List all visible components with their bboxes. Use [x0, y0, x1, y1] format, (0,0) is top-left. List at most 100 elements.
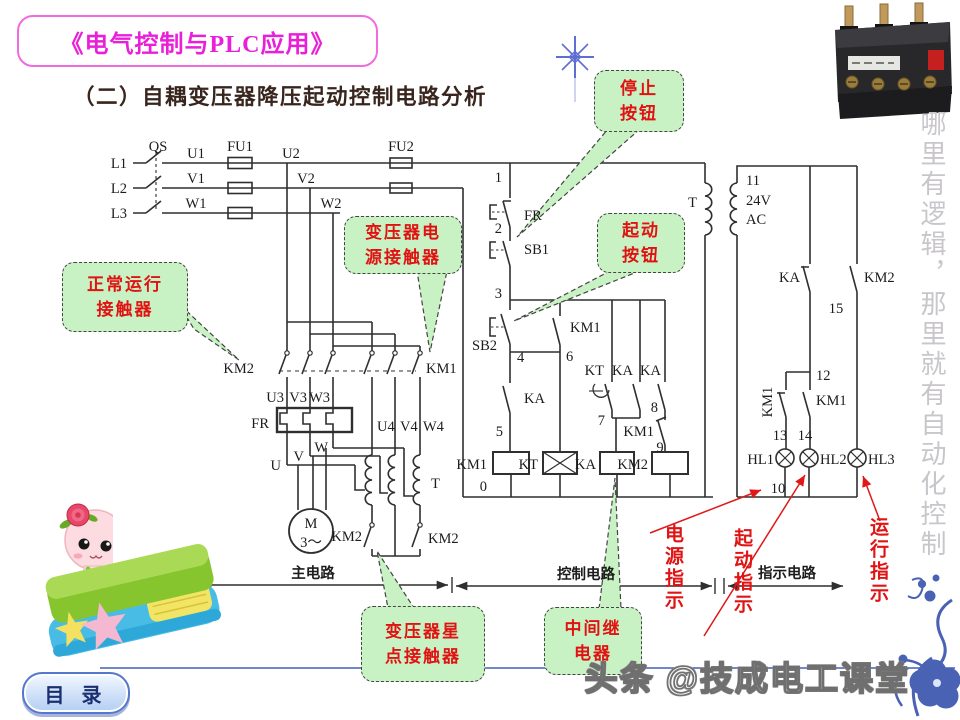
circuit-label-4: 4 — [517, 350, 525, 366]
circuit-label-HL2: HL2 — [820, 452, 847, 468]
books-illustration — [45, 544, 221, 657]
side-slogan: 哪里有逻辑，那里就有自动化控制 — [917, 110, 946, 560]
sb2-contact — [489, 300, 511, 345]
callout-text: 电器 — [574, 644, 612, 663]
circuit-label-FR: FR — [251, 416, 269, 432]
circuit-label-13: 13 — [773, 428, 788, 444]
callout-start-button: 起动 按钮 — [597, 213, 685, 273]
circuit-label-6: 6 — [566, 349, 573, 365]
callout-normal-run-contactor: 正常运行 接触器 — [62, 262, 188, 332]
circuit-label-KM1: KM1 — [570, 320, 601, 336]
circuit-label-QS: QS — [149, 139, 168, 155]
circuit-label-FR: FR — [524, 208, 542, 224]
ka-ind-contact — [801, 166, 811, 372]
circuit-label-U1: U1 — [187, 146, 205, 162]
circuit-label-AC: AC — [746, 212, 766, 228]
circuit-label-U2: U2 — [282, 146, 300, 162]
fuse-icons — [227, 156, 413, 220]
circuit-label-KA: KA — [640, 363, 661, 379]
circuit-label-KM1: KM1 — [816, 393, 847, 409]
motor-symbol — [288, 508, 334, 554]
circuit-label-W3: W3 — [309, 390, 330, 406]
circuit-label-KA: KA — [612, 363, 633, 379]
circuit-label-控制电路: 控制电路 — [557, 565, 615, 583]
circuit-label-KM1: KM1 — [456, 457, 487, 473]
callout-text: 按钮 — [622, 246, 660, 265]
circuit-label-9: 9 — [656, 440, 663, 456]
indicator-circuit-wires — [775, 166, 867, 497]
circuit-label-24V: 24V — [746, 193, 772, 209]
circuit-label-3～: 3～ — [300, 535, 322, 551]
circuit-label-3: 3 — [495, 286, 502, 302]
circuit-label-2: 2 — [495, 221, 502, 237]
km1-no-ind-contact — [802, 372, 811, 449]
km1-aux-contact — [552, 300, 561, 452]
circuit-label-U: U — [271, 458, 282, 474]
circuit-label-7: 7 — [598, 413, 605, 429]
circuit-label-M: M — [305, 516, 318, 532]
callout-text: 接触器 — [96, 300, 154, 319]
circuit-label-HL1: HL1 — [747, 452, 774, 468]
circuit-label-L3: L3 — [111, 206, 127, 222]
circuit-label-10: 10 — [771, 481, 786, 497]
circuit-label-L1: L1 — [111, 156, 127, 172]
thermal-relay-photo — [835, 2, 952, 119]
circuit-label-KM2: KM2 — [331, 529, 362, 545]
kt-delay-contact — [604, 300, 613, 418]
circuit-label-KA: KA — [575, 457, 596, 473]
circuit-label-KM2: KM2 — [864, 270, 895, 286]
circuit-label-SB2: SB2 — [472, 338, 497, 354]
callout-text: 正常运行 — [87, 274, 163, 294]
callout-stop-button: 停止 按钮 — [594, 70, 684, 132]
note-power-indicator: 电源指示 — [662, 524, 683, 612]
circuit-label-5: 5 — [496, 424, 503, 440]
toc-button[interactable]: 目 录 — [22, 672, 130, 714]
km2-star-contacts — [363, 505, 421, 557]
circuit-label-KA: KA — [524, 391, 545, 407]
circuit-label-L2: L2 — [111, 181, 127, 197]
note-run-indicator: 运行指示 — [867, 517, 888, 605]
circuit-label-U4: U4 — [377, 419, 395, 435]
circuit-label-KM2: KM2 — [617, 457, 648, 473]
circuit-label-8: 8 — [651, 400, 658, 416]
km1-nc-contact — [655, 416, 667, 452]
callout-transformer-power-contactor: 变压器电 源接触器 — [344, 216, 462, 274]
circuit-label-W: W — [314, 440, 328, 456]
circuit-label-KT: KT — [585, 363, 604, 379]
control-transformer — [704, 163, 857, 498]
callout-intermediate-relay: 中间继 电器 — [544, 607, 642, 675]
course-title-box: 《电气控制与PLC应用》 — [17, 15, 378, 67]
circuit-label-指示电路: 指示电路 — [758, 564, 816, 582]
circuit-label-V4: V4 — [400, 419, 418, 435]
mascot-cartoon — [45, 496, 221, 657]
snowflake-icon — [556, 36, 594, 102]
ka-contact-2 — [632, 300, 641, 418]
callout-text: 停止 — [620, 78, 658, 98]
circuit-label-W4: W4 — [423, 419, 445, 435]
circuit-label-KA: KA — [779, 270, 800, 286]
circuit-label-V: V — [294, 449, 305, 465]
circuit-label-1: 1 — [495, 170, 502, 186]
circuit-label-14: 14 — [798, 428, 813, 444]
sb1-contact — [489, 240, 511, 267]
ka-contact — [502, 352, 511, 452]
callout-text: 中间继 — [564, 618, 622, 638]
autotransformer-coils — [364, 454, 421, 506]
contact-terminals — [284, 350, 423, 528]
circuit-label-KM1: KM1 — [623, 424, 654, 440]
callout-text: 源接触器 — [365, 248, 441, 267]
fr-heater-box — [275, 406, 354, 434]
circuit-label-KM1: KM1 — [426, 361, 457, 377]
note-start-indicator: 起动指示 — [731, 528, 752, 616]
course-title: 《电气控制与PLC应用》 — [59, 31, 336, 58]
floral-ornament — [894, 574, 960, 717]
control-circuit-wires — [462, 163, 857, 498]
watermark: 头条 @技成电工课堂 — [584, 659, 910, 697]
circuit-label-V1: V1 — [187, 171, 205, 187]
callout-transformer-star-contactor: 变压器星 点接触器 — [361, 606, 485, 682]
circuit-label-T: T — [431, 476, 440, 492]
circuit-label-FU2: FU2 — [388, 139, 414, 155]
circuit-label-W1: W1 — [186, 196, 207, 212]
